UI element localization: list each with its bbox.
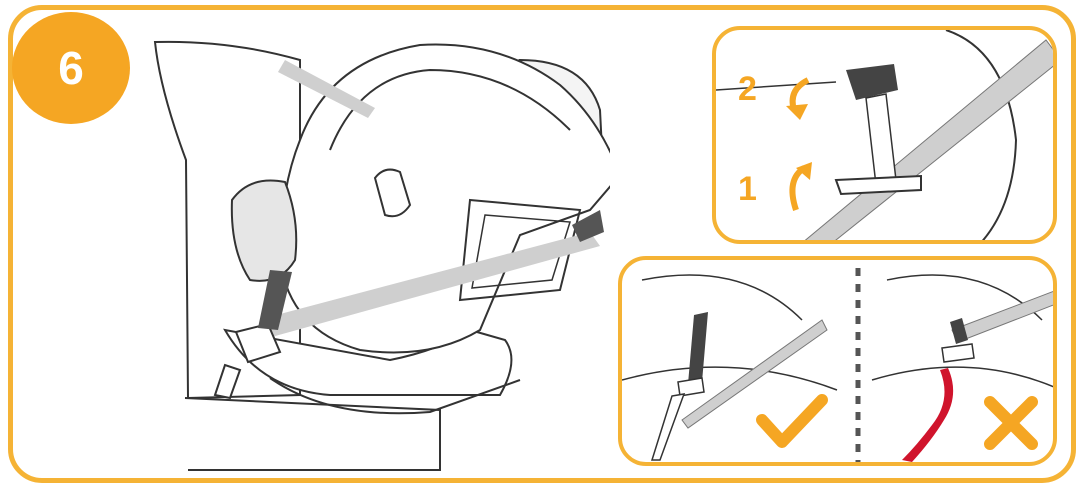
detail-panel-buckle-check bbox=[618, 256, 1057, 466]
step-label-1: 1 bbox=[738, 170, 757, 208]
cross-mark-icon bbox=[988, 400, 1034, 446]
detail-panel-belt-lock: 2 1 bbox=[712, 26, 1057, 244]
buckle-check-illustration bbox=[622, 268, 1053, 462]
step-number-badge: 6 bbox=[12, 12, 130, 124]
check-mark-icon bbox=[760, 398, 824, 444]
instruction-frame bbox=[8, 5, 1076, 483]
step-number: 6 bbox=[58, 42, 84, 94]
belt-lock-illustration bbox=[716, 30, 1053, 240]
step-label-2: 2 bbox=[738, 70, 757, 108]
car-seat-illustration bbox=[153, 40, 610, 471]
